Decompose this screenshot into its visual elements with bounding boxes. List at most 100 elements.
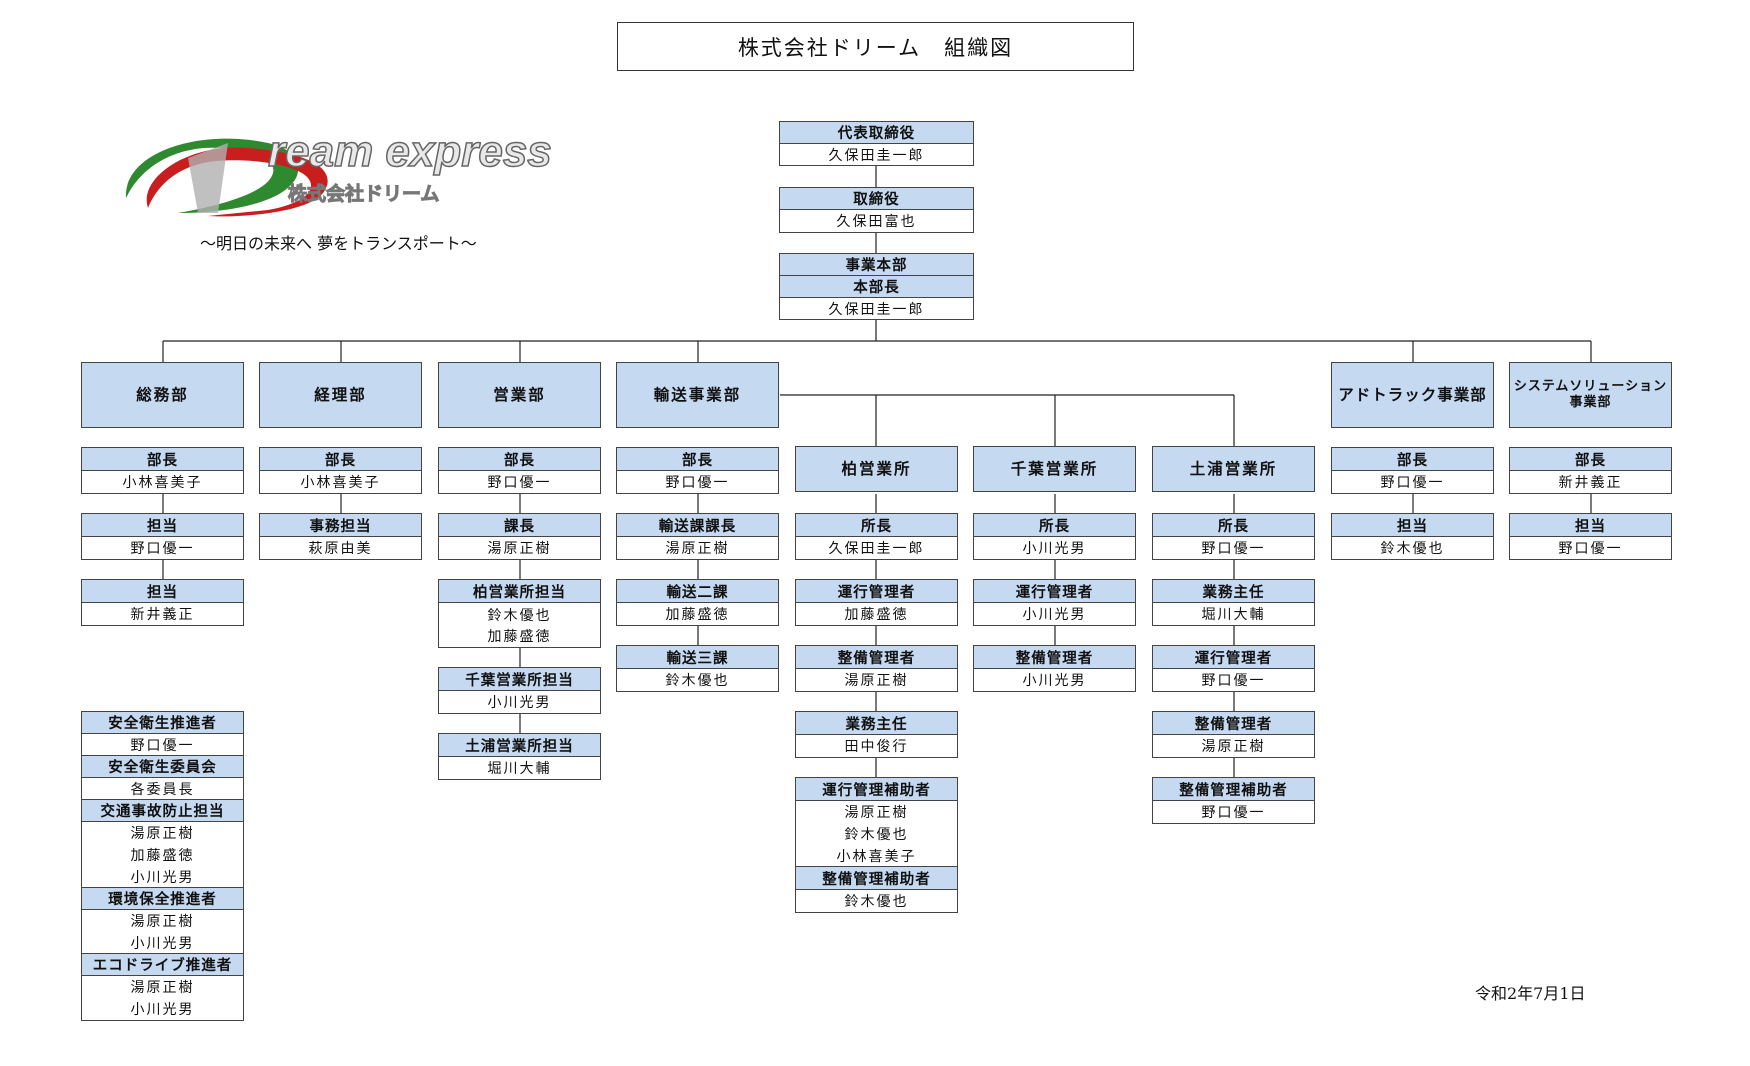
tsuchiura-name-1: 野口優一 (1152, 536, 1315, 560)
eigyo-name-1: 野口優一 (438, 470, 601, 494)
dept-keiri: 経理部 (259, 362, 422, 428)
dept-adtrack: アドトラック事業部 (1331, 362, 1494, 428)
committee-name-5b: 小川光男 (81, 998, 244, 1021)
yuso-name-3: 加藤盛徳 (616, 602, 779, 626)
tsuchiura-role-3: 運行管理者 (1152, 645, 1315, 669)
eigyo-name-4: 小川光男 (438, 690, 601, 714)
eigyo-name-2: 湯原正樹 (438, 536, 601, 560)
president-name: 久保田圭一郎 (779, 143, 974, 166)
kashiwa-role-1: 所長 (795, 513, 958, 537)
dept-yuso: 輸送事業部 (616, 362, 779, 428)
kashiwa-name-2: 加藤盛徳 (795, 602, 958, 626)
dept-system-line1: システムソリューション (1513, 379, 1668, 395)
dept-somu: 総務部 (81, 362, 244, 428)
director-name: 久保田富也 (779, 209, 974, 233)
tsuchiura-name-2: 堀川大輔 (1152, 602, 1315, 626)
somu-role-1: 部長 (81, 447, 244, 471)
yuso-role-4: 輸送三課 (616, 645, 779, 669)
committee-name-3a: 湯原正樹 (81, 821, 244, 844)
hq-role: 本部長 (779, 275, 974, 298)
president-role: 代表取締役 (779, 121, 974, 144)
yuso-name-4: 鈴木優也 (616, 668, 779, 692)
eigyo-name-5: 堀川大輔 (438, 756, 601, 780)
kashiwa-role-6: 整備管理補助者 (795, 866, 958, 890)
kashiwa-name-5b: 鈴木優也 (795, 823, 958, 845)
hq-person: 久保田圭一郎 (779, 297, 974, 320)
eigyo-role-4: 千葉営業所担当 (438, 667, 601, 691)
tsuchiura-role-2: 業務主任 (1152, 579, 1315, 603)
eigyo-name-3b: 加藤盛徳 (438, 625, 601, 648)
committee-name-3c: 小川光男 (81, 866, 244, 888)
kashiwa-name-4: 田中俊行 (795, 734, 958, 758)
committee-name-4a: 湯原正樹 (81, 909, 244, 932)
office-kashiwa: 柏営業所 (795, 446, 958, 492)
yuso-role-2: 輸送課課長 (616, 513, 779, 537)
kashiwa-name-5c: 小林喜美子 (795, 845, 958, 867)
committee-name-5a: 湯原正樹 (81, 975, 244, 998)
eigyo-role-1: 部長 (438, 447, 601, 471)
committee-header-5: エコドライブ推進者 (81, 953, 244, 976)
tsuchiura-role-5: 整備管理補助者 (1152, 777, 1315, 801)
somu-role-3: 担当 (81, 579, 244, 603)
logo-text: ream express (268, 127, 552, 176)
tsuchiura-name-3: 野口優一 (1152, 668, 1315, 692)
tsuchiura-role-1: 所長 (1152, 513, 1315, 537)
director-role: 取締役 (779, 187, 974, 210)
keiri-name-2: 萩原由美 (259, 536, 422, 560)
yuso-role-1: 部長 (616, 447, 779, 471)
kashiwa-name-6: 鈴木優也 (795, 889, 958, 913)
hq-name: 事業本部 (779, 253, 974, 276)
keiri-role-2: 事務担当 (259, 513, 422, 537)
page-title: 株式会社ドリーム 組織図 (617, 22, 1134, 71)
kashiwa-name-3: 湯原正樹 (795, 668, 958, 692)
chiba-role-2: 運行管理者 (973, 579, 1136, 603)
somu-name-3: 新井義正 (81, 602, 244, 626)
adtrack-role-1: 部長 (1331, 447, 1494, 471)
adtrack-name-2: 鈴木優也 (1331, 536, 1494, 560)
eigyo-role-5: 土浦営業所担当 (438, 733, 601, 757)
yuso-name-1: 野口優一 (616, 470, 779, 494)
committee-header-1: 安全衛生推進者 (81, 711, 244, 734)
kashiwa-role-2: 運行管理者 (795, 579, 958, 603)
chiba-name-3: 小川光男 (973, 668, 1136, 692)
somu-role-2: 担当 (81, 513, 244, 537)
committee-header-2: 安全衛生委員会 (81, 755, 244, 778)
committee-name-2: 各委員長 (81, 777, 244, 800)
office-tsuchiura: 土浦営業所 (1152, 446, 1315, 492)
tsuchiura-role-4: 整備管理者 (1152, 711, 1315, 735)
tsuchiura-name-5: 野口優一 (1152, 800, 1315, 824)
system-name-2: 野口優一 (1509, 536, 1672, 560)
system-role-1: 部長 (1509, 447, 1672, 471)
adtrack-name-1: 野口優一 (1331, 470, 1494, 494)
chiba-role-3: 整備管理者 (973, 645, 1136, 669)
chiba-role-1: 所長 (973, 513, 1136, 537)
office-chiba: 千葉営業所 (973, 446, 1136, 492)
logo-subtext: 株式会社ドリーム (288, 182, 439, 205)
dept-system-line2: 事業部 (1569, 395, 1612, 410)
kashiwa-name-1: 久保田圭一郎 (795, 536, 958, 560)
chiba-name-1: 小川光男 (973, 536, 1136, 560)
kashiwa-name-5a: 湯原正樹 (795, 800, 958, 823)
tsuchiura-name-4: 湯原正樹 (1152, 734, 1315, 758)
slogan: ～明日の未来へ 夢をトランスポート～ (200, 234, 477, 253)
committee-name-3b: 加藤盛徳 (81, 844, 244, 866)
kashiwa-role-4: 業務主任 (795, 711, 958, 735)
yuso-role-3: 輸送二課 (616, 579, 779, 603)
kashiwa-role-3: 整備管理者 (795, 645, 958, 669)
keiri-name-1: 小林喜美子 (259, 470, 422, 494)
committee-header-3: 交通事故防止担当 (81, 799, 244, 822)
company-logo: ream express 株式会社ドリーム (118, 118, 558, 228)
eigyo-role-3: 柏営業所担当 (438, 579, 601, 603)
system-role-2: 担当 (1509, 513, 1672, 537)
committee-header-4: 環境保全推進者 (81, 887, 244, 910)
eigyo-role-2: 課長 (438, 513, 601, 537)
committee-name-4b: 小川光男 (81, 932, 244, 954)
chiba-name-2: 小川光男 (973, 602, 1136, 626)
dept-eigyo: 営業部 (438, 362, 601, 428)
somu-name-2: 野口優一 (81, 536, 244, 560)
system-name-1: 新井義正 (1509, 470, 1672, 494)
dept-system: システムソリューション 事業部 (1509, 362, 1672, 428)
revision-date: 令和2年7月1日 (1475, 984, 1586, 1003)
eigyo-name-3a: 鈴木優也 (438, 602, 601, 626)
somu-name-1: 小林喜美子 (81, 470, 244, 494)
